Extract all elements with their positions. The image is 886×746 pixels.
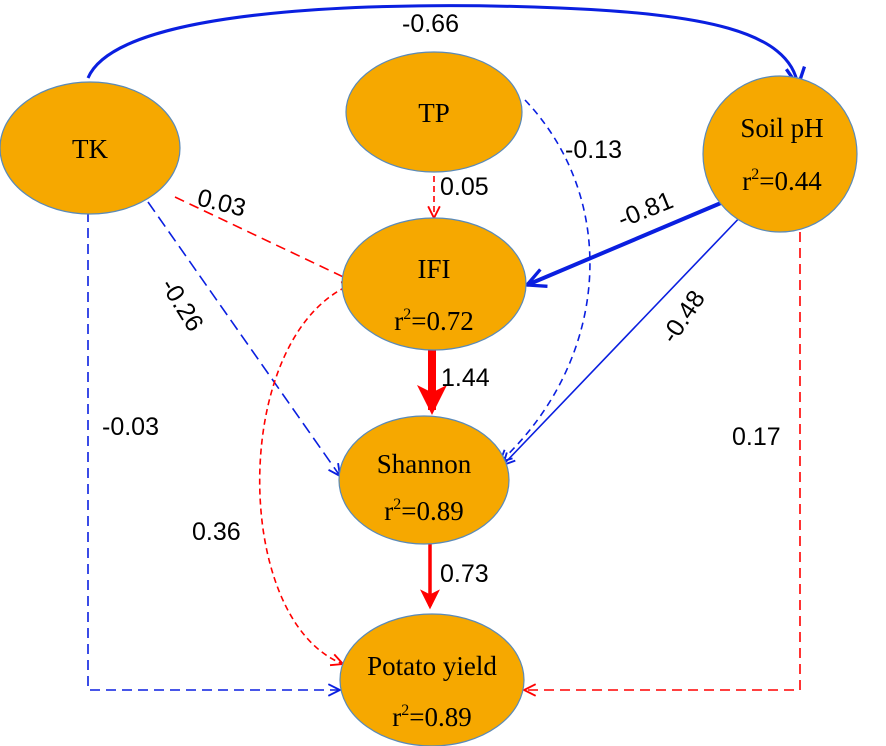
edge-soil-ph-shannon bbox=[503, 211, 746, 465]
coef-ifi-shannon: 1.44 bbox=[441, 364, 490, 392]
edge-tp-shannon bbox=[500, 99, 591, 462]
node-shannon: Shannon r2=0.89 bbox=[338, 415, 510, 545]
coef-tk-shannon: -0.26 bbox=[155, 273, 209, 336]
node-ifi: IFI r2=0.72 bbox=[341, 217, 527, 351]
coef-tk-potato-yield: -0.03 bbox=[102, 413, 159, 441]
node-potato-yield-r2: r2=0.89 bbox=[392, 702, 471, 732]
coef-tp-shannon: -0.13 bbox=[565, 136, 622, 164]
node-shannon-r2: r2=0.89 bbox=[384, 496, 463, 526]
edge-soil-ph-ifi bbox=[527, 198, 729, 285]
edge-tk-soil-ph bbox=[86, 4, 798, 86]
coef-ifi-potato-yield: 0.36 bbox=[192, 518, 241, 546]
edge-soil-ph-potato-yield bbox=[524, 200, 801, 690]
node-soil-ph: Soil pH r2=0.44 bbox=[702, 75, 858, 233]
coef-shannon-potato-yield: 0.73 bbox=[440, 560, 489, 588]
node-tp: TP bbox=[345, 51, 523, 173]
edge-ifi-potato-yield bbox=[258, 282, 356, 664]
node-tp-label: TP bbox=[418, 98, 450, 128]
edge-tk-ifi bbox=[174, 196, 354, 282]
node-potato-yield-label: Potato yield bbox=[367, 651, 497, 681]
node-soil-ph-label: Soil pH bbox=[740, 113, 823, 143]
edge-tk-shannon bbox=[147, 201, 340, 476]
coef-soil-ph-shannon: -0.48 bbox=[656, 285, 711, 348]
node-ifi-label: IFI bbox=[418, 254, 451, 284]
node-ifi-r2: r2=0.72 bbox=[394, 306, 473, 336]
edge-tk-potato-yield bbox=[87, 212, 340, 690]
coef-tp-ifi: 0.05 bbox=[440, 173, 489, 201]
node-shannon-label: Shannon bbox=[377, 449, 472, 479]
coef-tk-ifi: 0.03 bbox=[195, 184, 249, 223]
node-soil-ph-r2: r2=0.44 bbox=[742, 166, 822, 196]
node-potato-yield: Potato yield r2=0.89 bbox=[339, 613, 525, 746]
coef-tk-soil-ph: -0.66 bbox=[402, 10, 459, 38]
node-tk-label: TK bbox=[72, 134, 108, 164]
coef-soil-ph-potato-yield: 0.17 bbox=[732, 423, 781, 451]
node-tk: TK bbox=[0, 81, 181, 215]
